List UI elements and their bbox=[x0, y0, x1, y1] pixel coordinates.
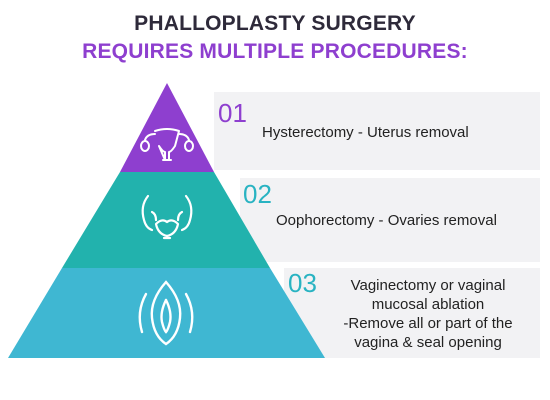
step-3-ribbon bbox=[284, 268, 540, 358]
uterus-icon bbox=[140, 128, 194, 161]
step-3-line-1: Vaginectomy or vaginal bbox=[350, 277, 506, 294]
ovaries-pelvis-icon bbox=[141, 194, 193, 240]
step-1-label: Hysterectomy - Uterus removal bbox=[262, 124, 469, 141]
step-3-line-3: -Remove all or part of the bbox=[343, 315, 513, 332]
title-line-1: PHALLOPLASTY SURGERY bbox=[134, 12, 416, 35]
tier-3 bbox=[8, 268, 325, 358]
step-1-ribbon bbox=[214, 92, 540, 170]
tier-2 bbox=[62, 172, 270, 268]
title-line-2: REQUIRES MULTIPLE PROCEDURES: bbox=[82, 40, 468, 63]
step-1-number: 01 bbox=[218, 98, 247, 128]
step-3-line-2: mucosal ablation bbox=[371, 296, 485, 313]
step-3-number: 03 bbox=[288, 268, 317, 298]
step-3-label: Vaginectomy or vaginal mucosal ablation … bbox=[318, 276, 538, 352]
tier-1 bbox=[120, 83, 214, 172]
step-2-ribbon bbox=[240, 178, 540, 262]
vulva-icon bbox=[138, 280, 194, 346]
step-3-line-4: vagina & seal opening bbox=[354, 334, 502, 351]
step-2-label: Oophorectomy - Ovaries removal bbox=[276, 212, 497, 229]
step-2-number: 02 bbox=[243, 179, 272, 209]
